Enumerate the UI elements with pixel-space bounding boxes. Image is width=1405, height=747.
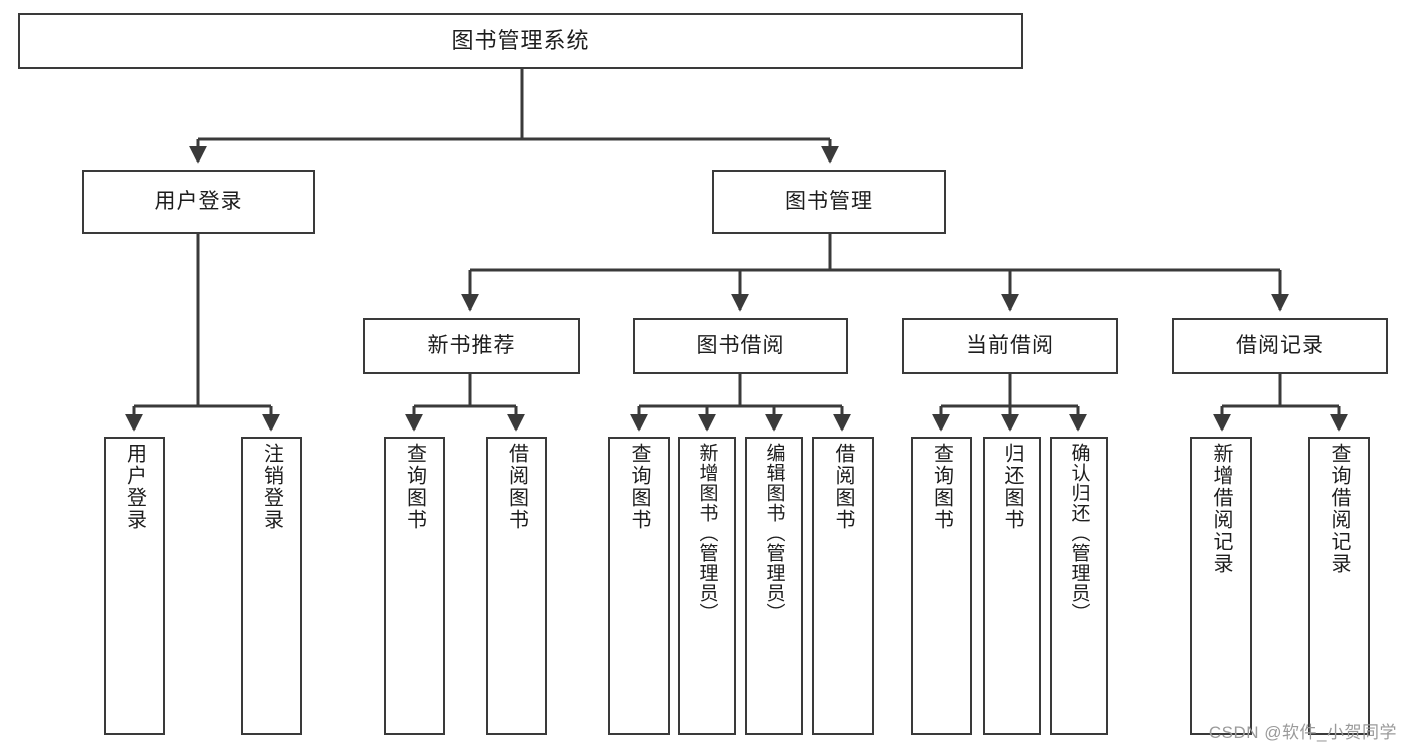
node-label: 图书管理系统	[451, 27, 590, 53]
node-label: 查询图书	[403, 443, 426, 531]
node-label: 图书管理	[785, 190, 873, 214]
node-book-borrow[interactable]: 图书借阅	[633, 318, 848, 374]
node-label: 用户登录	[123, 443, 146, 531]
node-book-management[interactable]: 图书管理	[712, 170, 946, 234]
node-label: 借阅记录	[1236, 334, 1324, 358]
node-label: 图书借阅	[696, 334, 785, 358]
node-label: 查询图书	[930, 443, 953, 531]
leaf-add-borrow-record[interactable]: 新增借阅记录	[1190, 437, 1252, 735]
node-new-book-recommend[interactable]: 新书推荐	[363, 318, 580, 374]
leaf-confirm-return-admin[interactable]: 确认归还（管理员）	[1050, 437, 1108, 735]
leaf-borrow-book[interactable]: 借阅图书	[812, 437, 874, 735]
csdn-watermark: CSDN @软件_小贺同学	[1208, 723, 1397, 742]
node-label: 查询借阅记录	[1328, 443, 1350, 575]
node-label: 借阅图书	[832, 443, 854, 531]
node-label: 新书推荐	[427, 334, 516, 358]
node-label: 注销登录	[260, 443, 283, 531]
node-label: 查询图书	[628, 443, 650, 531]
node-label: 归还图书	[1001, 443, 1023, 531]
node-borrow-record[interactable]: 借阅记录	[1172, 318, 1388, 374]
node-label: 新增借阅记录	[1210, 443, 1232, 575]
leaf-user-login[interactable]: 用户登录	[104, 437, 165, 735]
node-label: 用户登录	[154, 190, 243, 214]
leaf-logout-login[interactable]: 注销登录	[241, 437, 302, 735]
leaf-query-book-current[interactable]: 查询图书	[911, 437, 972, 735]
node-label: 编辑图书（管理员）	[763, 443, 785, 623]
leaf-edit-book-admin[interactable]: 编辑图书（管理员）	[745, 437, 803, 735]
node-current-borrow[interactable]: 当前借阅	[902, 318, 1118, 374]
node-label: 新增图书（管理员）	[696, 443, 718, 623]
node-label: 当前借阅	[966, 334, 1054, 358]
leaf-query-book-recommend[interactable]: 查询图书	[384, 437, 445, 735]
leaf-borrow-book-recommend[interactable]: 借阅图书	[486, 437, 547, 735]
leaf-return-book[interactable]: 归还图书	[983, 437, 1041, 735]
leaf-query-borrow-record[interactable]: 查询借阅记录	[1308, 437, 1370, 735]
node-label: 借阅图书	[505, 443, 528, 531]
node-book-management-system[interactable]: 图书管理系统	[18, 13, 1023, 69]
leaf-query-book-borrow[interactable]: 查询图书	[608, 437, 670, 735]
node-label: 确认归还（管理员）	[1068, 443, 1090, 623]
leaf-add-book-admin[interactable]: 新增图书（管理员）	[678, 437, 736, 735]
node-user-login[interactable]: 用户登录	[82, 170, 315, 234]
